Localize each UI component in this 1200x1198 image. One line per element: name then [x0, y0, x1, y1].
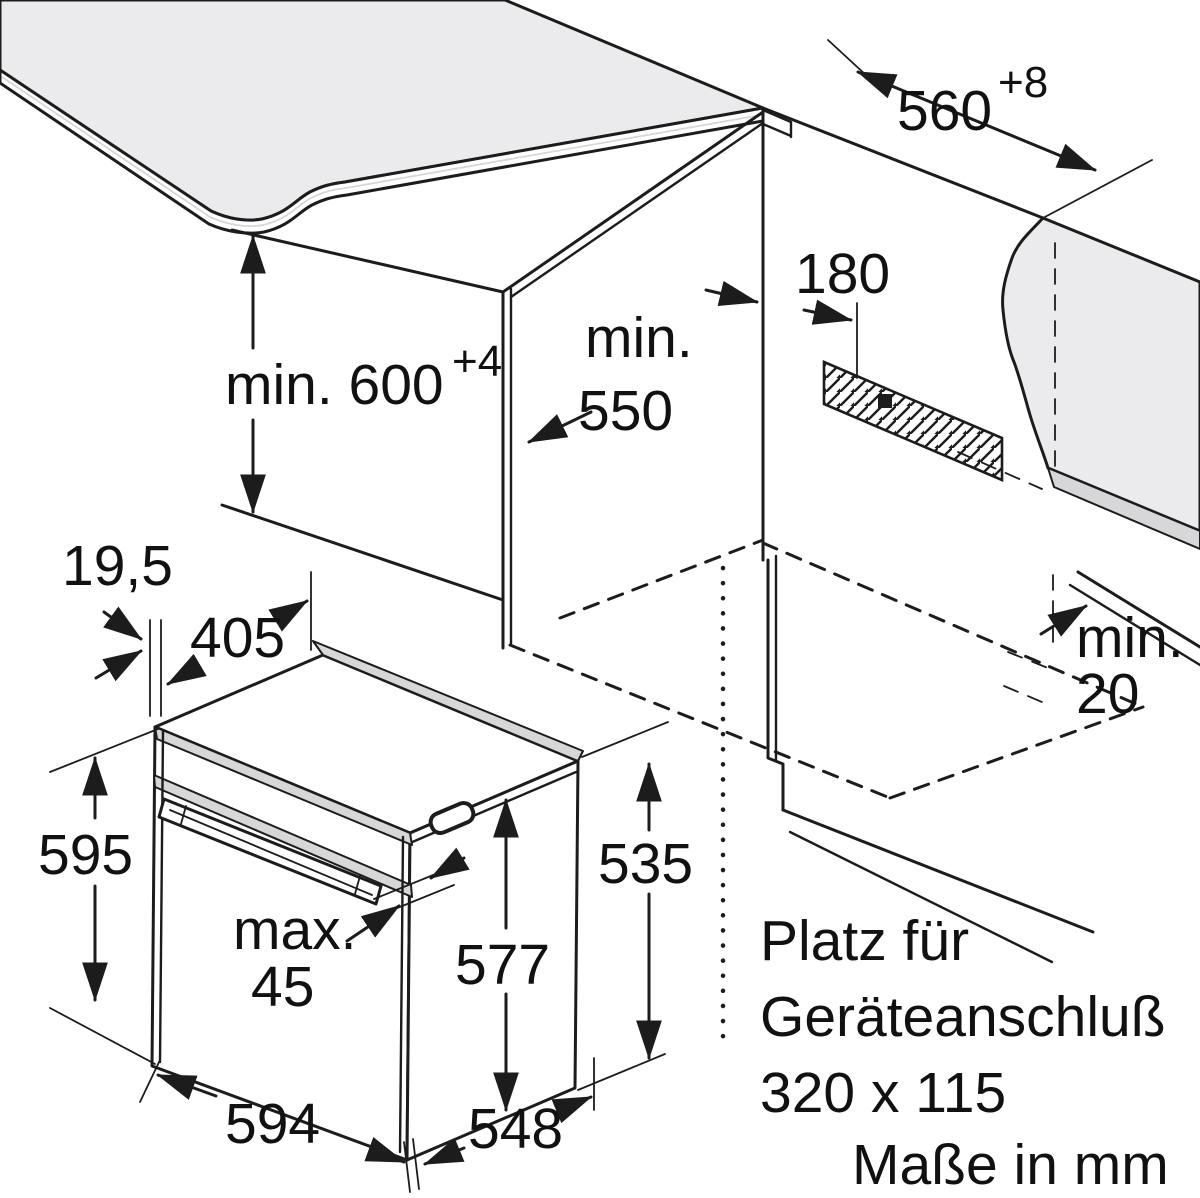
dim-560-ext-right	[1042, 159, 1153, 219]
dim-45-arrow-b	[429, 847, 470, 880]
connection-cutout	[822, 302, 1004, 482]
dim-180-arrow-right	[802, 299, 853, 325]
dim-body-height-label: 577	[455, 933, 550, 997]
dim-560-line	[856, 70, 1097, 172]
plinth-bottom-edge	[788, 830, 1054, 964]
oven-handle-inner-line	[169, 809, 373, 896]
dim-195-arrow-a	[102, 606, 143, 641]
dim-594-line-right	[364, 1137, 406, 1164]
dim-handle-clearance: max. 45	[233, 847, 470, 1019]
dim-45-arrow-a	[345, 904, 401, 943]
niche-floor-right-edge	[888, 705, 1145, 800]
dim-oven-width: 594	[139, 1059, 420, 1193]
dim-shared-tick-b	[412, 1138, 420, 1190]
dim-connection-offset-label: 180	[795, 242, 890, 306]
dim-594-line-left	[156, 1073, 218, 1100]
dim-handle-clearance-prefix: max.	[233, 898, 357, 962]
oven-side-grip	[428, 800, 476, 836]
dim-20-leader	[1039, 604, 1088, 637]
dim-548-line-left	[423, 1137, 466, 1166]
dim-cabinet-depth: min. 550	[527, 306, 693, 444]
dim-oven-height: 595	[38, 728, 159, 1065]
worktop-corner-edge	[761, 108, 793, 139]
right-side-panel	[1001, 216, 1200, 533]
connection-note: Platz für Geräteanschluß 320 x 115	[760, 909, 1166, 1125]
connection-hatched-area	[822, 360, 1004, 482]
dim-oven-depth-label: 548	[468, 1097, 563, 1161]
dim-560-ext-left	[827, 39, 881, 89]
dim-rear-gap-prefix: min.	[1076, 606, 1184, 670]
gap-dashed-b	[1007, 651, 1049, 669]
dim-180-arrow-left	[704, 280, 759, 306]
dim-side-height: 535	[577, 721, 693, 1091]
right-panel	[1001, 216, 1200, 667]
dim-connection-offset: 180	[704, 242, 890, 325]
dim-548-line-right	[551, 1095, 593, 1124]
dim-front-overhang: 19,5	[62, 534, 173, 717]
connection-note-line3: 320 x 115	[760, 1061, 1006, 1125]
dim-rear-gap: min. 20	[1039, 604, 1184, 726]
right-unit-base-edge-inner	[1068, 583, 1200, 667]
niche-side-top-edge-inner	[509, 121, 765, 299]
connection-point-dot	[878, 394, 892, 408]
dim-405-line-left	[166, 653, 207, 686]
dim-body-height: 577	[455, 798, 550, 1112]
oven-panel-top-stripe	[154, 726, 413, 846]
connection-note-line1: Platz für	[760, 909, 969, 973]
worktop	[0, 0, 793, 235]
dim-oven-width-label: 594	[225, 1092, 320, 1156]
dim-niche-height-tolerance: +4	[452, 337, 502, 386]
oven-left-edge-inner	[158, 729, 165, 1064]
dim-595-ext-top	[49, 728, 159, 773]
dim-side-height-label: 535	[598, 832, 693, 896]
dim-niche-width: 560 +8	[827, 39, 1153, 219]
dim-550-leader	[527, 410, 593, 444]
niche-floor-back-edge	[761, 541, 1145, 709]
dim-top-depth: 405	[166, 571, 312, 686]
oven-handle-cap-left	[180, 805, 187, 825]
worktop-edge-stripe	[1, 76, 762, 228]
dim-rear-gap-label: 20	[1076, 662, 1139, 726]
dim-195-arrow-b	[94, 649, 143, 682]
gap-dashed-c	[1003, 685, 1043, 703]
oven	[150, 640, 584, 1162]
dim-535-ext-bottom	[577, 1053, 666, 1091]
dim-handle-clearance-label: 45	[251, 955, 314, 1019]
cabinet-bottom-edge	[220, 503, 505, 602]
dim-niche-height-label: min. 600	[225, 353, 444, 417]
dim-niche-height: min. 600 +4	[225, 234, 502, 514]
oven-right-edge-inner	[398, 835, 405, 1154]
right-unit-base	[766, 554, 1095, 964]
niche-floor-front-edge	[508, 643, 892, 800]
dim-595-ext-bottom	[49, 1007, 156, 1065]
dim-top-depth-label: 405	[190, 606, 285, 670]
oven-door-gap-stripe	[153, 774, 413, 898]
oven-handle-cap-right	[354, 875, 361, 895]
dim-405-line-right	[268, 599, 309, 632]
dim-front-overhang-label: 19,5	[62, 534, 173, 598]
cabinet-front-top-edge	[230, 228, 505, 294]
dim-oven-depth: 548	[423, 1057, 595, 1166]
niche-side-top-edge	[501, 110, 765, 294]
dim-535-ext-top	[581, 721, 669, 758]
dim-niche-width-tolerance: +8	[998, 58, 1048, 107]
dim-niche-width-label: 560	[897, 79, 992, 143]
dim-594-ext-left	[139, 1059, 161, 1103]
niche-floor-left-edge	[558, 538, 765, 620]
units-note: Maße in mm	[852, 1133, 1169, 1197]
dim-cabinet-depth-label: 550	[578, 379, 673, 443]
plinth-top-edge	[781, 808, 1095, 934]
connection-note-line2: Geräteanschluß	[760, 985, 1166, 1049]
right-unit-base-edge	[1076, 570, 1200, 649]
right-panel-bottom-band	[1047, 467, 1200, 550]
dim-cabinet-depth-prefix: min.	[585, 306, 693, 370]
dim-oven-height-label: 595	[38, 823, 133, 887]
